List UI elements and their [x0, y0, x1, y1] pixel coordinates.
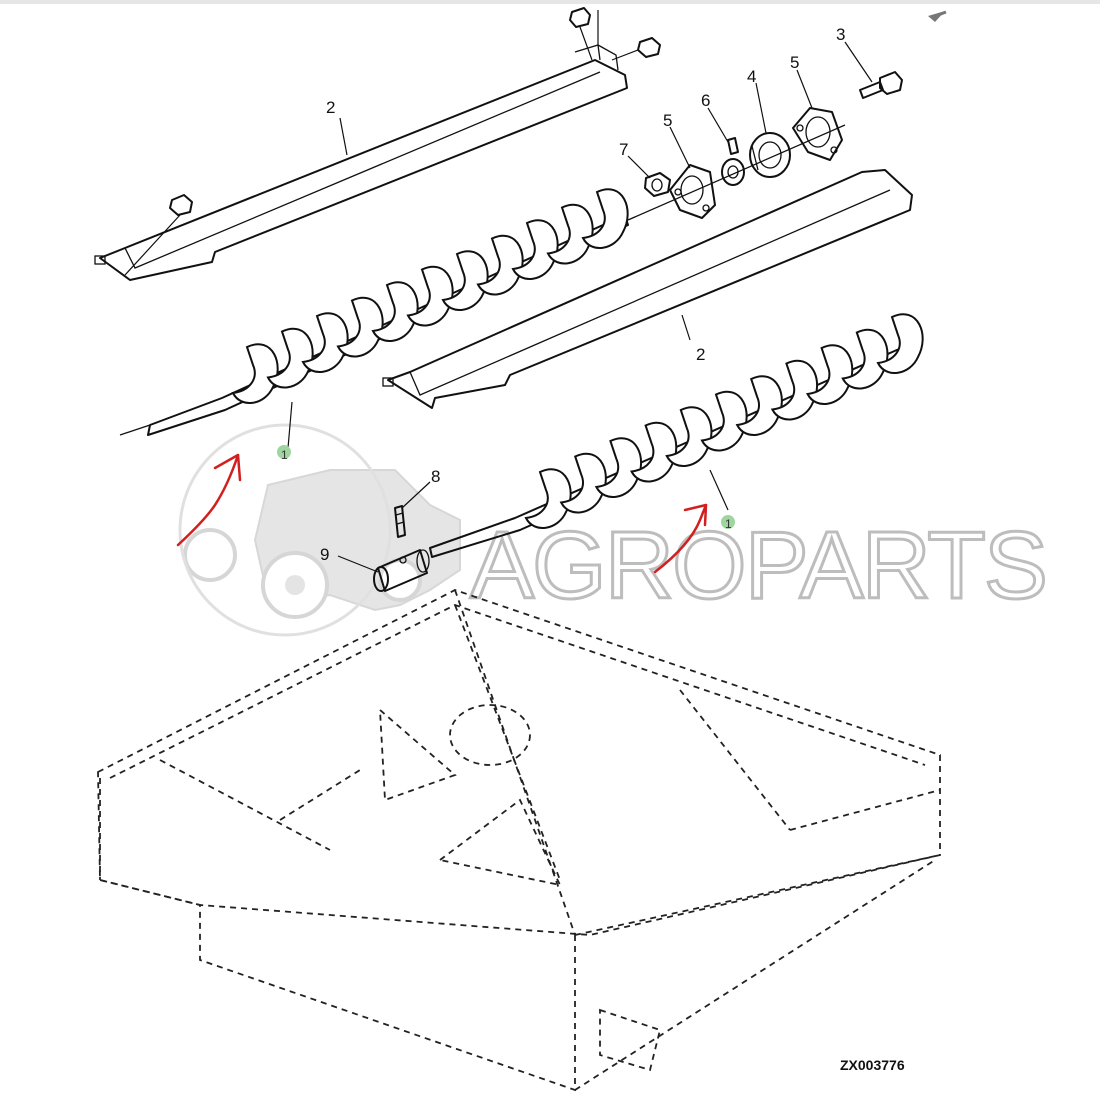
- window-top-border: [0, 0, 1100, 4]
- auger-flight: [546, 203, 594, 265]
- callout-9: 9: [320, 545, 329, 564]
- auger-flight: [841, 328, 889, 390]
- auger-flight: [594, 437, 642, 498]
- annotation-arrow-right: [653, 503, 708, 574]
- auger-flight: [511, 219, 559, 280]
- auger-flight: [665, 406, 713, 467]
- drawing-code: ZX003776: [840, 1057, 905, 1073]
- bolt-icon: [611, 37, 661, 61]
- auger-flight: [476, 234, 524, 296]
- auger-flight: [231, 343, 279, 404]
- auger-flight: [371, 281, 419, 342]
- auger-flight: [630, 421, 678, 483]
- highlight-dot: [721, 515, 735, 529]
- auger-flight: [770, 359, 818, 421]
- auger-flight: [441, 250, 489, 311]
- flange-part-5-outer: [792, 107, 843, 161]
- highlight-dot: [277, 445, 291, 459]
- auger-flight: [806, 344, 854, 405]
- coupler-part-9: [373, 549, 430, 592]
- auger-flight: [700, 390, 748, 452]
- watermark-text: AGROPARTS: [470, 512, 1046, 619]
- lower-auger-part: [429, 313, 924, 558]
- callout-5-outer: 5: [790, 53, 799, 72]
- collar-part-6: [721, 137, 745, 186]
- auger-flight: [301, 312, 349, 373]
- auger-flight: [581, 188, 629, 249]
- auger-flight: [876, 313, 924, 374]
- callout-8: 8: [431, 467, 440, 486]
- callout-5-inner: 5: [663, 111, 672, 130]
- tractor-logo-icon: [178, 423, 461, 637]
- callout-1-lower: 1: [725, 517, 732, 531]
- auger-flight: [406, 265, 454, 327]
- auger-flight: [266, 327, 314, 389]
- housing-outline: [97, 589, 941, 1092]
- callout-4: 4: [747, 67, 756, 86]
- bolt-icon: [124, 194, 193, 276]
- lower-cover-part: [382, 169, 913, 409]
- auger-flight: [524, 468, 572, 529]
- callout-2-upper: 2: [326, 98, 335, 117]
- nut-part-7: [644, 172, 671, 197]
- callout-1-upper: 1: [281, 448, 288, 462]
- callout-3: 3: [836, 25, 845, 44]
- auger-flight: [735, 375, 783, 436]
- pin-part-8: [394, 505, 406, 538]
- auger-flight: [559, 452, 607, 514]
- upper-auger-part: [119, 188, 629, 436]
- bolt-icon: [569, 7, 593, 61]
- flange-part-5-inner: [669, 164, 716, 219]
- callout-2-lower: 2: [696, 345, 705, 364]
- back-arrow-icon[interactable]: [928, 10, 947, 22]
- callout-6: 6: [701, 91, 710, 110]
- bearing-part-4: [749, 132, 791, 178]
- callout-7: 7: [619, 140, 628, 159]
- auger-flight: [336, 296, 384, 358]
- bolt-part-3: [859, 71, 903, 99]
- upper-cover-part: [94, 7, 661, 281]
- annotation-arrow-left: [176, 453, 242, 547]
